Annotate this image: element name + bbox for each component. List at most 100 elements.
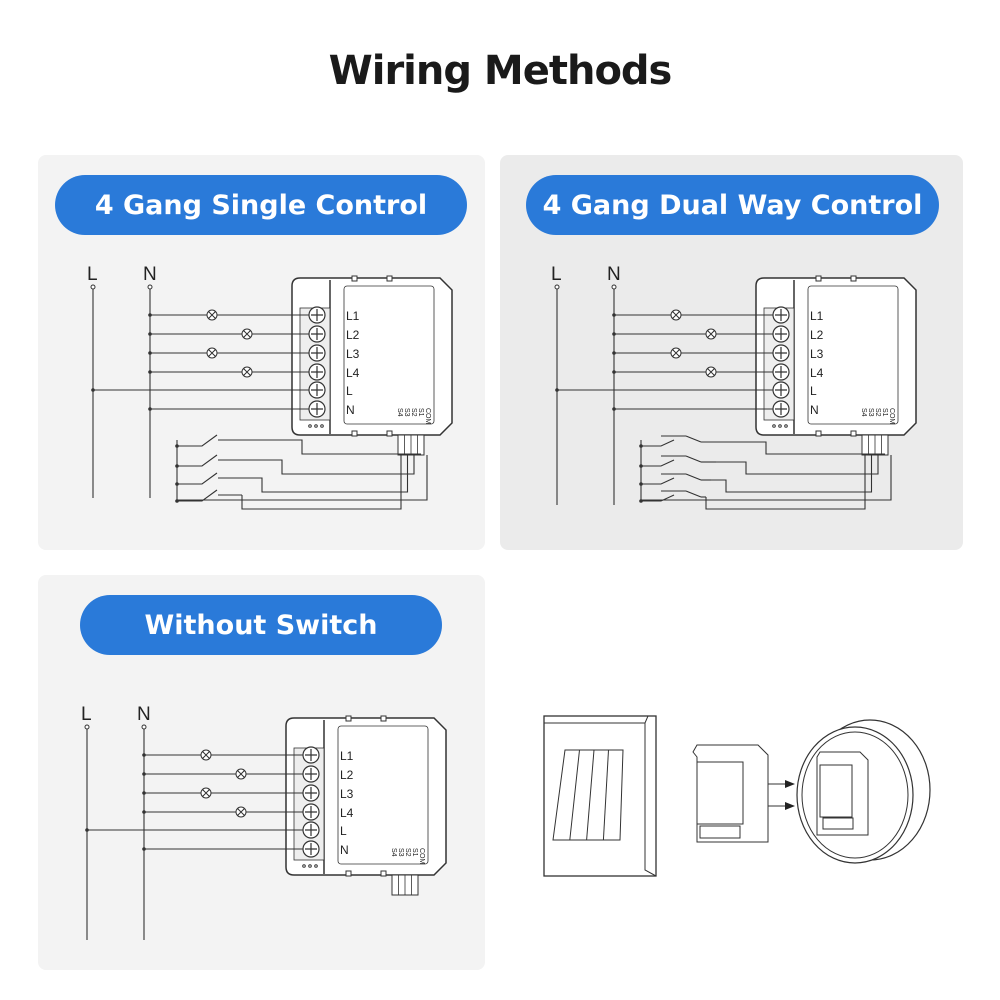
indicator-dot <box>314 424 318 428</box>
lamp-cross <box>243 368 251 376</box>
junction-dot <box>148 407 152 411</box>
switch-lever <box>685 490 702 498</box>
plate-bevel <box>544 715 657 877</box>
terminal-dot <box>90 284 96 290</box>
junction-dot <box>148 370 152 374</box>
module-terminals <box>699 825 741 839</box>
module-clip <box>386 275 393 282</box>
screw-slot <box>311 309 323 321</box>
lamp-cross <box>672 311 680 319</box>
heading-single-control: 4 Gang Single Control <box>55 175 467 235</box>
switch-signal-wire <box>257 439 422 455</box>
module-label-area <box>337 725 429 865</box>
terminal-label-n: N <box>340 843 349 857</box>
terminal-label-l4: L4 <box>346 366 360 380</box>
supply-label-n: N <box>607 264 621 285</box>
switch-terminal-label-com: COM <box>888 408 895 425</box>
com-wire <box>176 440 428 501</box>
supply-label-l: L <box>551 264 562 285</box>
indicator-dot <box>302 864 306 868</box>
indicator-dot <box>314 864 318 868</box>
module-label-area <box>807 285 899 425</box>
supply-label-n: N <box>143 264 157 285</box>
lamp-cross <box>202 789 210 797</box>
terminal-label-l1: L1 <box>346 309 360 323</box>
module-label-area <box>343 285 435 425</box>
lamp-cross <box>237 808 245 816</box>
module-clip <box>351 275 358 282</box>
supply-label-n: N <box>137 704 151 725</box>
module-clip <box>815 275 822 282</box>
arrow-icon <box>785 780 795 788</box>
screw-slot <box>305 768 317 780</box>
lamp-cross <box>237 770 245 778</box>
module-clip <box>380 870 387 877</box>
junction-dot <box>612 351 616 355</box>
lamp-cross <box>208 311 216 319</box>
switch-lever <box>685 435 702 443</box>
screw-slot <box>775 347 787 359</box>
module-face <box>696 761 744 825</box>
switch-terminal-label-s2: S2 <box>874 408 881 417</box>
junction-dot <box>612 332 616 336</box>
heading-dual-way-control: 4 Gang Dual Way Control <box>526 175 939 235</box>
lamp-cross <box>243 330 251 338</box>
indicator-dot <box>784 424 788 428</box>
heading-without-switch: Without Switch <box>80 595 442 655</box>
junction-dot <box>148 332 152 336</box>
junction-dot <box>148 313 152 317</box>
terminal-label-l3: L3 <box>340 787 354 801</box>
switch-terminal-label-s1: S1 <box>411 848 418 857</box>
module-clip <box>351 430 358 437</box>
module-clip <box>380 715 387 722</box>
junction-dot <box>142 753 146 757</box>
junction-dot <box>555 388 559 392</box>
supply-label-l: L <box>87 264 98 285</box>
screw-slot <box>305 824 317 836</box>
switch-lever <box>641 494 675 502</box>
com-wire <box>640 440 892 501</box>
switch-terminal-label-s4: S4 <box>396 408 403 417</box>
lamp-cross <box>672 349 680 357</box>
screw-slot <box>305 806 317 818</box>
supply-label-l: L <box>81 704 92 725</box>
switch-lever <box>641 477 675 485</box>
terminal-dot <box>554 284 560 290</box>
terminal-label-n: N <box>810 403 819 417</box>
switch-terminal-label-s3: S3 <box>403 408 410 417</box>
terminal-dot <box>141 724 147 730</box>
indicator-dot <box>778 424 782 428</box>
module-clip <box>386 430 393 437</box>
installation-illustration <box>543 715 931 877</box>
screw-slot <box>311 384 323 396</box>
relay-module <box>285 717 447 876</box>
module-clip <box>850 430 857 437</box>
switch-lever <box>641 439 675 447</box>
screw-slot <box>311 403 323 415</box>
switch-lever <box>641 459 675 467</box>
module-clip <box>345 715 352 722</box>
junction-dot <box>148 351 152 355</box>
screw-slot <box>775 366 787 378</box>
switch-signal-wire <box>711 455 873 493</box>
switch-terminal-label-s1: S1 <box>417 408 424 417</box>
switch-terminal-label-com: COM <box>424 408 431 425</box>
switch-lever <box>177 454 218 467</box>
terminal-label-l: L <box>346 384 353 398</box>
switch-lever <box>177 489 218 502</box>
junction-dot <box>142 791 146 795</box>
terminal-label-l2: L2 <box>340 768 354 782</box>
screw-slot <box>775 328 787 340</box>
indicator-dot <box>772 424 776 428</box>
junction-dot <box>142 810 146 814</box>
module-clip <box>815 430 822 437</box>
switch-terminal-label-s3: S3 <box>397 848 404 857</box>
module-clip <box>850 275 857 282</box>
switch-terminal-label-s4: S4 <box>860 408 867 417</box>
switch-terminal-label-s2: S2 <box>404 848 411 857</box>
switch-signal-wire <box>247 455 409 493</box>
